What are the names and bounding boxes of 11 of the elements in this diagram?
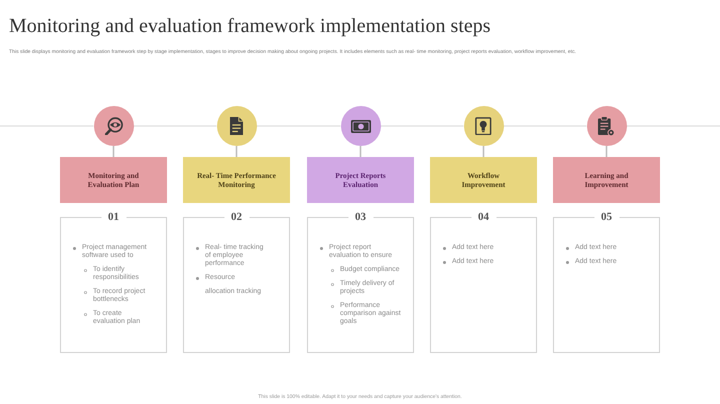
step-circle bbox=[216, 106, 256, 146]
connector-line bbox=[360, 146, 362, 157]
step-circle bbox=[94, 106, 134, 146]
connector-line bbox=[606, 146, 608, 157]
step-circle bbox=[586, 106, 626, 146]
connector-line bbox=[482, 146, 484, 157]
step-circle bbox=[464, 106, 504, 146]
step-circle bbox=[340, 106, 380, 146]
connector-line bbox=[112, 146, 114, 157]
slide-title: Monitoring and evaluation framework implementation steps bbox=[9, 14, 491, 38]
connector-line bbox=[236, 146, 238, 157]
